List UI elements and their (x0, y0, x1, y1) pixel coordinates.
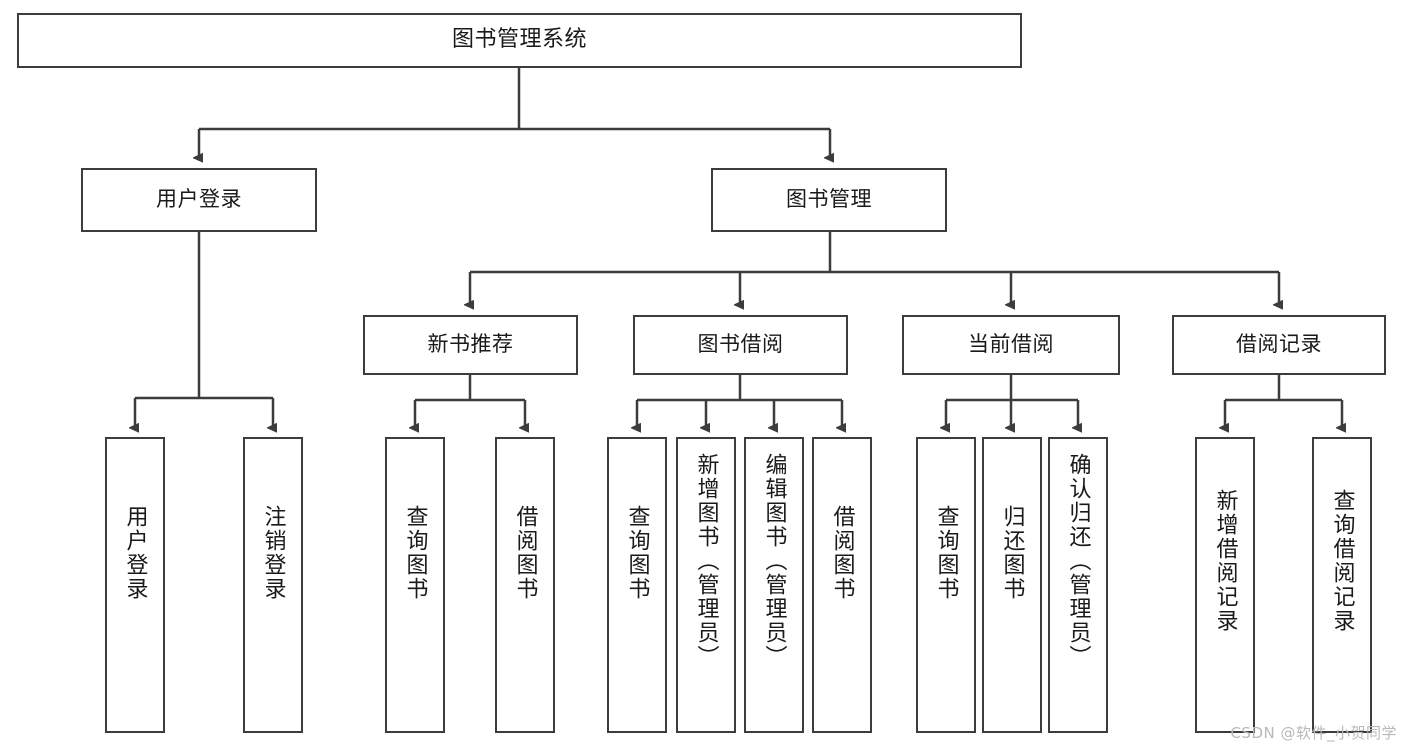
node-user-login[interactable]: 用户登录 (81, 168, 317, 232)
node-label: 查询图书 (624, 505, 650, 601)
node-label: 借阅图书 (512, 505, 538, 601)
watermark: CSDN @软件_小贺同学 (1230, 724, 1397, 742)
node-label: 图书管理 (786, 187, 872, 212)
node-label: 新书推荐 (427, 332, 514, 357)
leaf-borrow-record-query[interactable]: 查询借阅记录 (1312, 437, 1372, 733)
leaf-new-book-borrow[interactable]: 借阅图书 (495, 437, 555, 733)
leaf-book-borrow-borrow[interactable]: 借阅图书 (812, 437, 872, 733)
leaf-current-borrow-query[interactable]: 查询图书 (916, 437, 976, 733)
leaf-current-borrow-return[interactable]: 归还图书 (982, 437, 1042, 733)
node-label: 用户登录 (122, 505, 148, 601)
node-book-management[interactable]: 图书管理 (711, 168, 947, 232)
node-label: 查询借阅记录 (1329, 489, 1355, 633)
node-label: 归还图书 (999, 505, 1025, 601)
node-label: 注销登录 (260, 505, 286, 601)
node-label: 查询图书 (402, 505, 428, 601)
node-label: 图书借阅 (697, 332, 784, 357)
node-label: 新增借阅记录 (1212, 489, 1238, 633)
leaf-borrow-record-add[interactable]: 新增借阅记录 (1195, 437, 1255, 733)
node-label: 编辑图书（管理员） (761, 453, 787, 669)
leaf-user-login-login[interactable]: 用户登录 (105, 437, 165, 733)
leaf-current-borrow-confirm-return[interactable]: 确认归还（管理员） (1048, 437, 1108, 733)
node-book-borrow[interactable]: 图书借阅 (633, 315, 848, 375)
node-label: 当前借阅 (968, 332, 1054, 357)
node-label: 新增图书（管理员） (693, 453, 719, 669)
leaf-new-book-query[interactable]: 查询图书 (385, 437, 445, 733)
node-current-borrow[interactable]: 当前借阅 (902, 315, 1120, 375)
node-label: 图书管理系统 (451, 27, 587, 53)
node-label: 确认归还（管理员） (1065, 453, 1091, 669)
leaf-user-login-logout[interactable]: 注销登录 (243, 437, 303, 733)
node-new-book-recommend[interactable]: 新书推荐 (363, 315, 578, 375)
leaf-book-borrow-query[interactable]: 查询图书 (607, 437, 667, 733)
node-borrow-record[interactable]: 借阅记录 (1172, 315, 1386, 375)
node-label: 借阅图书 (829, 505, 855, 601)
leaf-book-borrow-add[interactable]: 新增图书（管理员） (676, 437, 736, 733)
node-label: 查询图书 (933, 505, 959, 601)
node-label: 借阅记录 (1236, 332, 1322, 357)
node-label: 用户登录 (156, 187, 242, 212)
leaf-book-borrow-edit[interactable]: 编辑图书（管理员） (744, 437, 804, 733)
node-root-system[interactable]: 图书管理系统 (17, 13, 1022, 68)
